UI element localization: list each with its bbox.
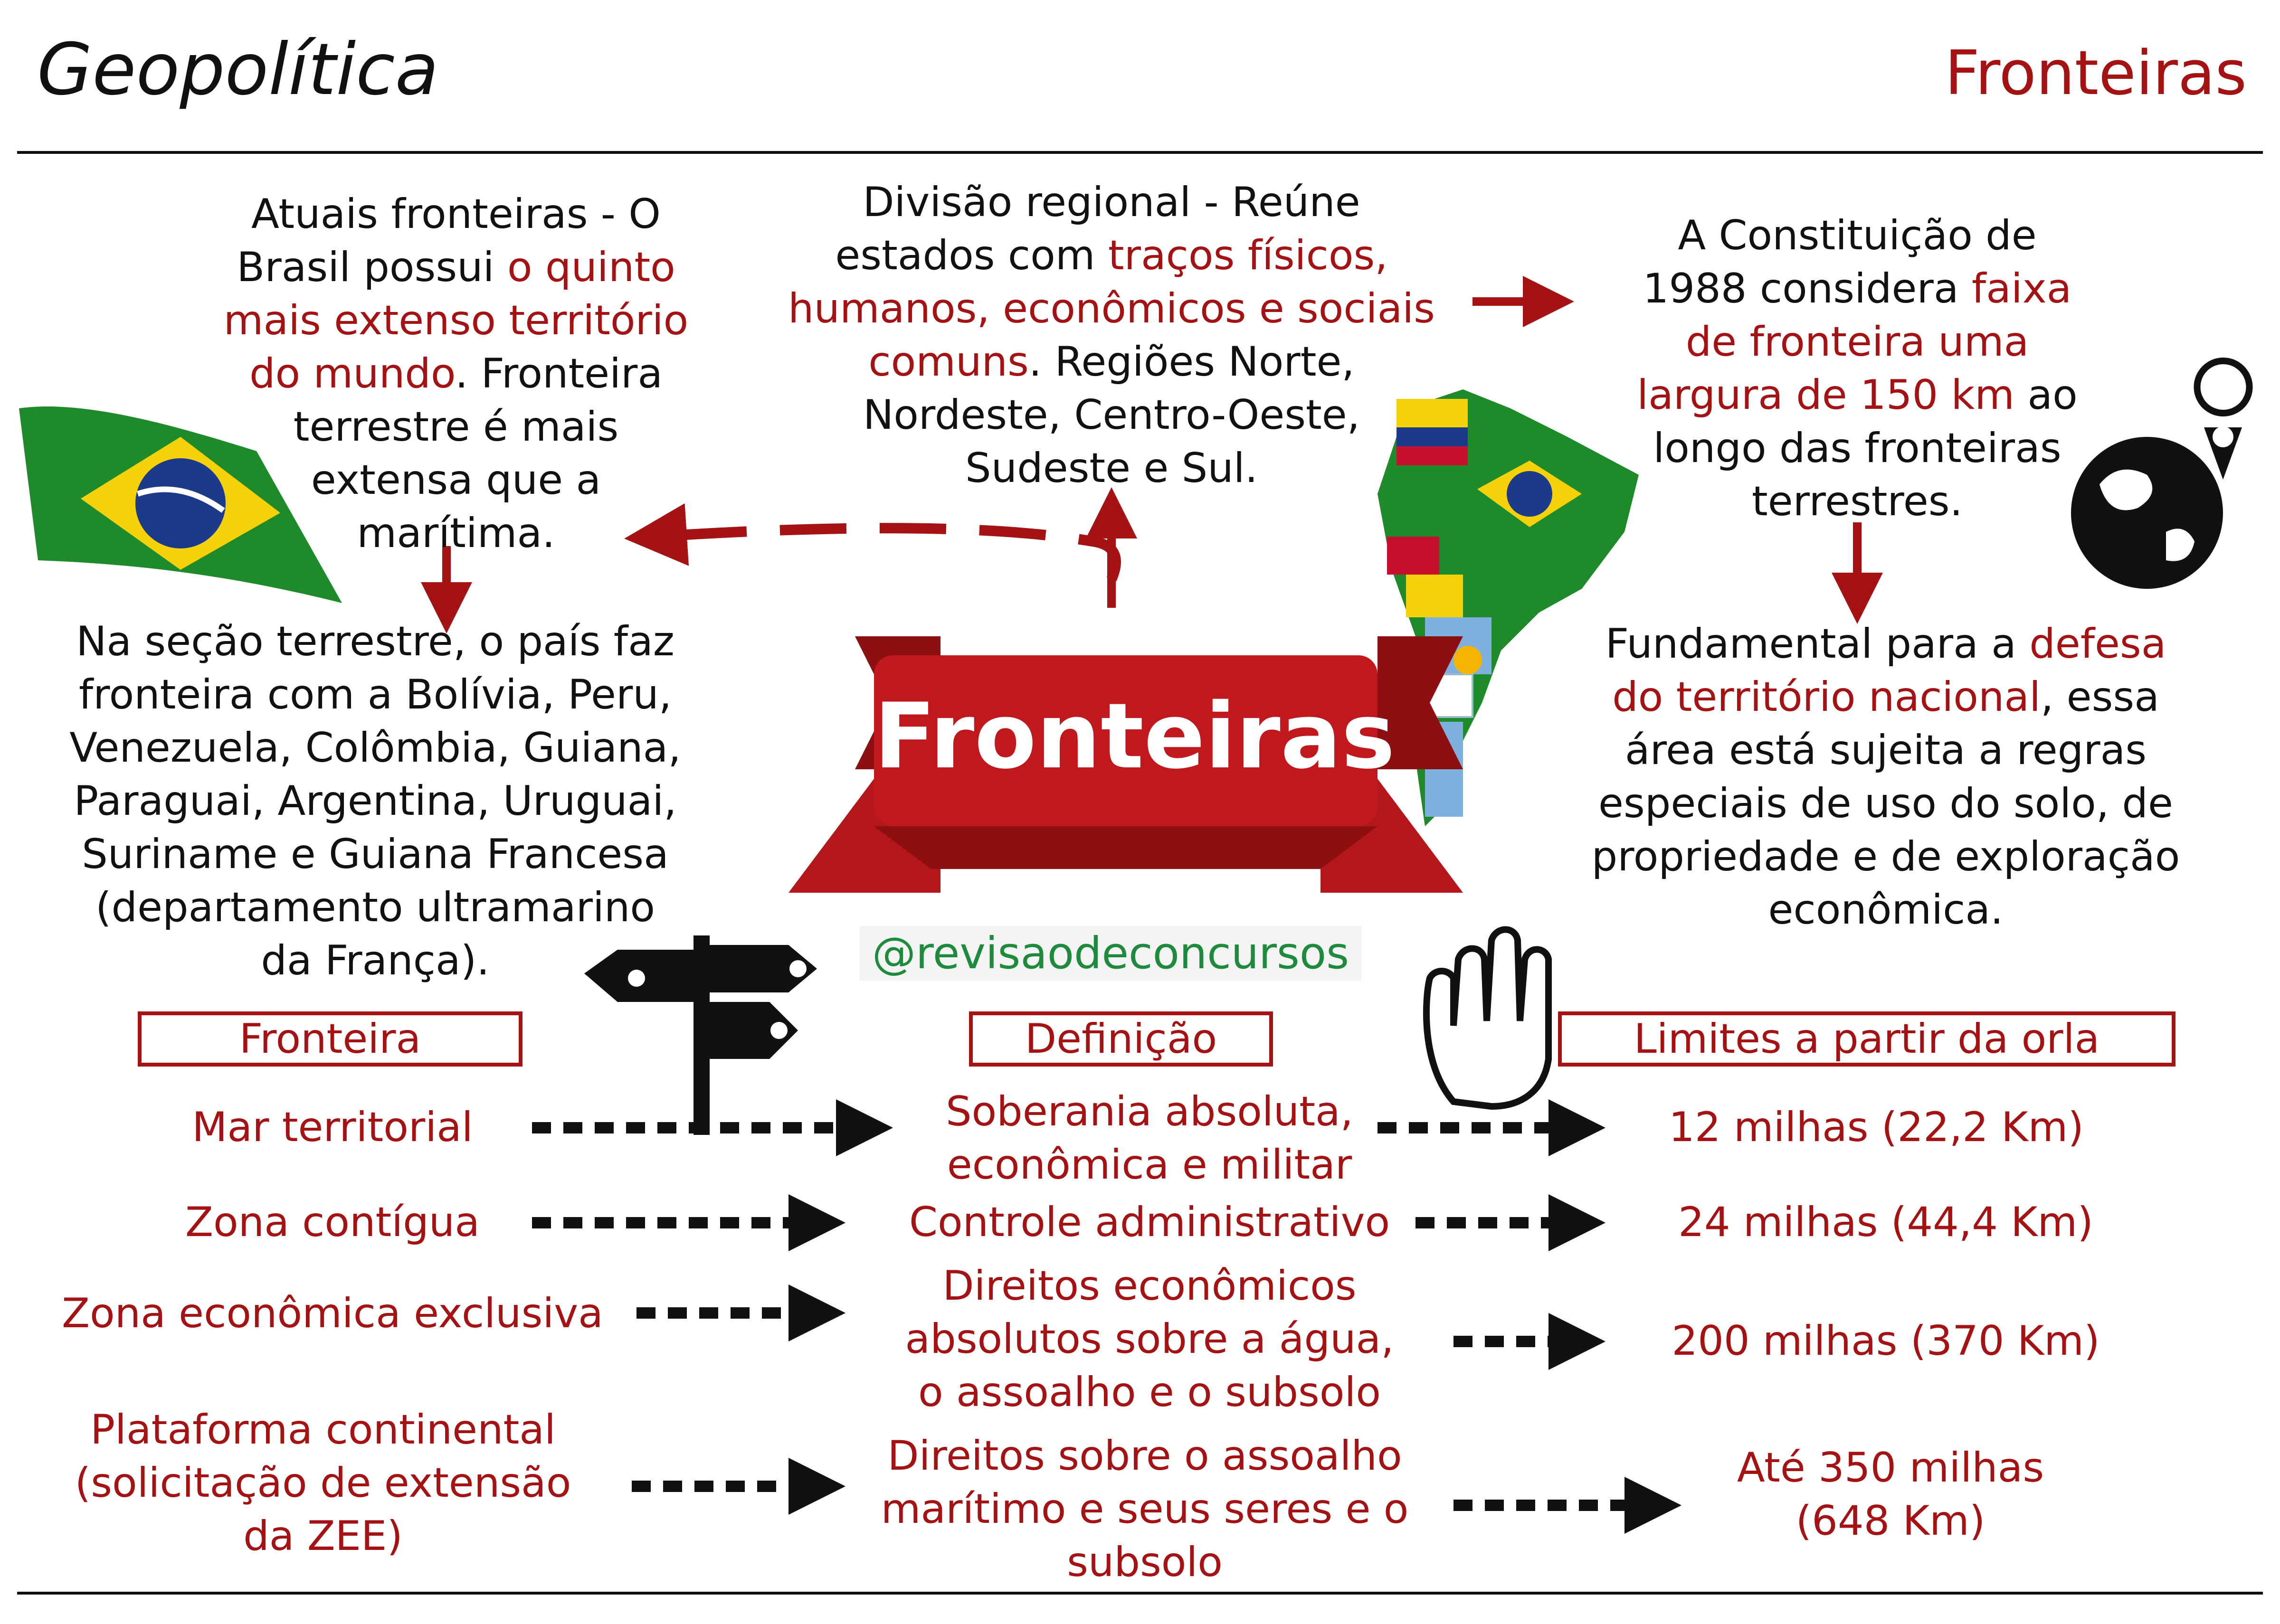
text-line: 1988 considera faixa [1558,262,2156,315]
text-line: marítima. [357,510,555,557]
ribbon-banner [788,636,1463,893]
text-line: Venezuela, Colômbia, Guiana, [69,724,681,772]
brazil-flag-icon [19,406,342,603]
text-line: Paraguai, Argentina, Uruguai, [74,777,677,825]
page-title: Geopolítica [37,28,439,111]
text-line: comuns. Regiões Norte, [741,335,1482,388]
text-span: ao [2014,371,2078,419]
south-america-flags-map-icon [1378,389,1639,826]
text-span: , essa [2041,673,2159,721]
highlight-span: comuns [868,338,1029,386]
text-line: Fundamental para a defesa [1530,617,2242,670]
text-line: marítimo e seus seres e o [881,1485,1409,1533]
table-header-limites: Limites a partir da orla [1558,1011,2176,1067]
text-line: (648 Km) [1796,1497,1986,1545]
highlight-line: de fronteira uma [1685,318,2029,366]
text-line: Sudeste e Sul. [965,444,1258,492]
text-line: longo das fronteiras [1653,425,2062,472]
left-top-paragraph: Atuais fronteiras - O Brasil possui o qu… [171,188,741,560]
table-cell-limite: 200 milhas (370 Km) [1672,1317,2100,1365]
text-line: (solicitação de extensão [75,1459,571,1507]
highlight-span: largura de 150 km [1637,371,2015,419]
text-line: terrestres. [1752,478,1963,525]
page-subtitle: Fronteiras [1945,38,2247,109]
table-cell-limite: 12 milhas (22,2 Km) [1669,1104,2084,1151]
text-line: Direitos sobre o assoalho [887,1432,1402,1480]
text-line: Na seção terrestre, o país faz [76,618,674,665]
text-line: Brasil possui o quinto [171,241,741,294]
highlight-span: defesa [2029,620,2166,668]
text-span: Brasil possui [237,244,507,291]
table-cell-limite: Até 350 milhas (648 Km) [1644,1441,2138,1548]
text-line: Soberania absoluta, [945,1088,1354,1135]
text-line: largura de 150 km ao [1558,368,2156,422]
text-line: do território nacional, essa [1530,670,2242,724]
social-handle: @revisaodeconcursos [860,926,1362,981]
right-bottom-paragraph: Fundamental para a defesa do território … [1530,617,2242,936]
text-span: . Regiões Norte, [1028,338,1355,386]
text-line: da ZEE) [243,1512,403,1560]
text-line: fronteira com a Bolívia, Peru, [78,671,672,718]
table-header-definicao: Definição [969,1011,1273,1067]
text-line: estados com traços físicos, [741,229,1482,282]
stop-hand-icon [1423,926,1552,1110]
text-line: Nordeste, Centro-Oeste, [863,391,1360,439]
text-line: o assoalho e o subsolo [918,1369,1381,1416]
text-line: Direitos econômicos [942,1262,1357,1310]
table-cell-definicao: Direitos econômicos absolutos sobre a ág… [836,1259,1463,1419]
highlight-span: faixa [1971,265,2072,312]
table-cell-definicao: Soberania absoluta, econômica e militar [836,1085,1463,1191]
header-divider [17,151,2263,154]
table-arrows [532,1099,1682,1534]
footer-divider [17,1592,2263,1595]
right-top-paragraph: A Constituição de 1988 considera faixa d… [1558,209,2156,528]
center-top-paragraph: Divisão regional - Reúne estados com tra… [741,176,1482,495]
table-cell-fronteira: Plataforma continental (solicitação de e… [38,1403,608,1563]
text-line: Plataforma continental [90,1406,556,1454]
table-cell-fronteira: Zona econômica exclusiva [62,1290,603,1337]
table-cell-definicao: Controle administrativo [909,1199,1390,1246]
signpost-icon [584,935,817,1135]
table-cell-fronteira: Zona contígua [185,1199,480,1246]
text-line: Suriname e Guiana Francesa [82,831,669,878]
text-line: especiais de uso do solo, de [1598,780,2173,827]
text-line: Atuais fronteiras - O [251,190,661,238]
highlight-span: do mundo [249,350,455,397]
left-bottom-paragraph: Na seção terrestre, o país faz fronteira… [19,615,732,987]
text-line: (departamento ultramarino [95,884,655,931]
text-line: econômica e militar [947,1141,1352,1189]
highlight-span: do território nacional [1612,673,2041,721]
text-line: subsolo [1067,1539,1223,1586]
highlight-span: traços físicos, [1108,232,1388,279]
text-line: Divisão regional - Reúne [863,179,1360,226]
table-cell-limite: 24 milhas (44,4 Km) [1678,1199,2093,1246]
text-line: Até 350 milhas [1737,1444,2044,1492]
text-line: da França). [261,937,490,984]
text-line: econômica. [1768,886,2004,934]
text-line: extensa que a [311,456,601,504]
text-span: 1988 considera [1643,265,1972,312]
text-line: propriedade e de exploração [1591,833,2180,880]
highlight-span: o quinto [507,244,675,291]
highlight-line: humanos, econômicos e sociais [788,285,1435,332]
text-line: A Constituição de [1678,212,2037,259]
text-span: . Fronteira [455,350,663,397]
highlight-line: mais extenso território [223,297,689,344]
text-line: área está sujeita a regras [1624,727,2147,774]
text-line: terrestre é mais [293,403,619,451]
text-line: absolutos sobre a água, [905,1315,1394,1363]
text-line: do mundo. Fronteira [171,347,741,400]
table-cell-definicao: Direitos sobre o assoalho marítimo e seu… [826,1429,1463,1589]
world-map-pin-icon [2071,358,2253,589]
text-span: Fundamental para a [1605,620,2030,668]
banner-label: Fronteiras [874,684,1395,789]
text-span: estados com [835,232,1108,279]
table-cell-fronteira: Mar territorial [192,1104,473,1151]
table-header-fronteira: Fronteira [138,1011,522,1067]
